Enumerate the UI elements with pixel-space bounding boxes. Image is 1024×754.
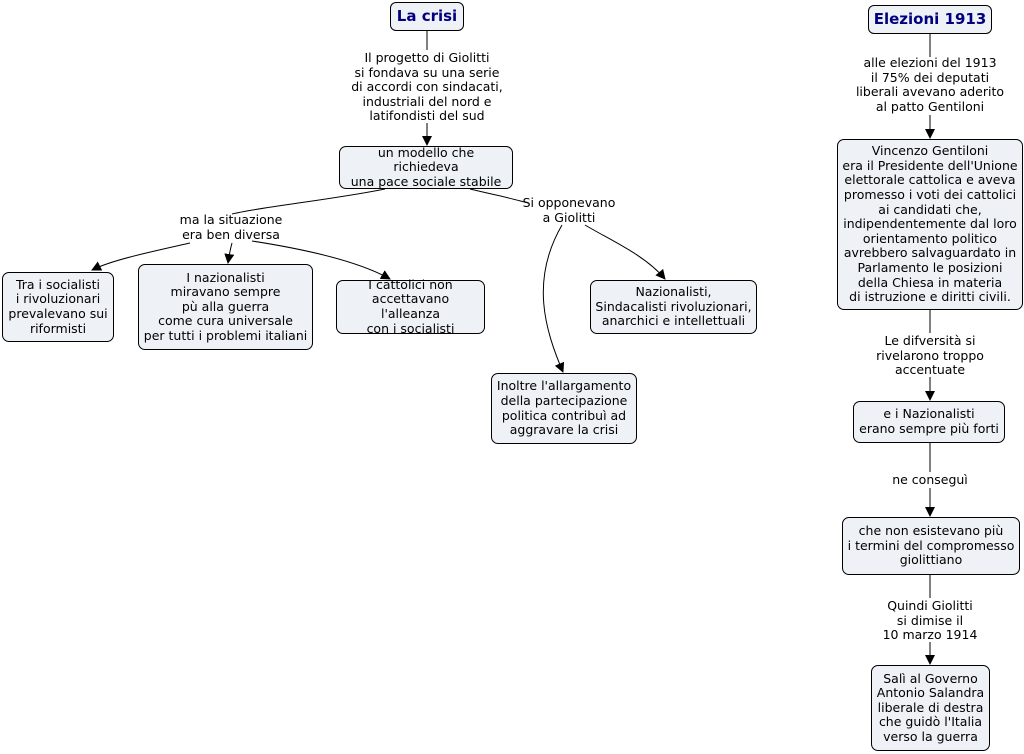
- link-opponevano-allargamento: [542, 224, 565, 373]
- link-label-opponevano: Si opponevano a Giolitti: [522, 195, 616, 225]
- link-opponevano-oppositori: [584, 224, 666, 280]
- link-label-situazione: ma la situazione era ben diversa: [179, 212, 283, 242]
- node-gentiloni[interactable]: Vincenzo Gentiloni era il Presidente del…: [837, 139, 1023, 310]
- link-label-difversita: Le difversità si rivelarono troppo accen…: [876, 333, 984, 378]
- link-situazione-nazionalisti: [224, 242, 235, 264]
- node-salandra[interactable]: Salì al Governo Antonio Salandra liberal…: [871, 665, 990, 751]
- link-modello-situazione: [231, 188, 386, 215]
- link-modello-opponevano: [469, 188, 529, 204]
- link-label-consegui: ne conseguì: [892, 472, 968, 487]
- link-label-elezioni-1913: alle elezioni del 1913 il 75% dei deputa…: [855, 55, 1005, 114]
- node-modello[interactable]: un modello che richiedeva una pace socia…: [339, 145, 513, 189]
- node-oppositori[interactable]: Nazionalisti, Sindacalisti rivoluzionari…: [590, 280, 757, 334]
- root-node-elezioni-1913[interactable]: Elezioni 1913: [868, 5, 992, 34]
- node-compromesso[interactable]: che non esistevano più i termini del com…: [842, 517, 1020, 575]
- root-node-la-crisi[interactable]: La crisi: [390, 2, 464, 31]
- link-label-progetto: Il progetto di Giolitti si fondava su un…: [351, 50, 503, 124]
- link-situazione-cattolici: [251, 240, 391, 280]
- node-allargamento[interactable]: Inoltre l'allargamento della partecipazi…: [491, 373, 637, 444]
- link-label-dimise: Quindi Giolitti si dimise il 10 marzo 19…: [882, 598, 978, 643]
- node-nazionalisti[interactable]: I nazionalisti miravano sempre pù alla g…: [138, 264, 313, 350]
- node-nazionalisti-forti[interactable]: e i Nazionalisti erano sempre più forti: [853, 401, 1005, 443]
- node-cattolici[interactable]: I cattolici non accettavano l'alleanza c…: [336, 277, 485, 335]
- link-situazione-socialisti: [91, 242, 191, 271]
- node-socialisti[interactable]: Tra i socialisti i rivoluzionari prevale…: [2, 272, 114, 342]
